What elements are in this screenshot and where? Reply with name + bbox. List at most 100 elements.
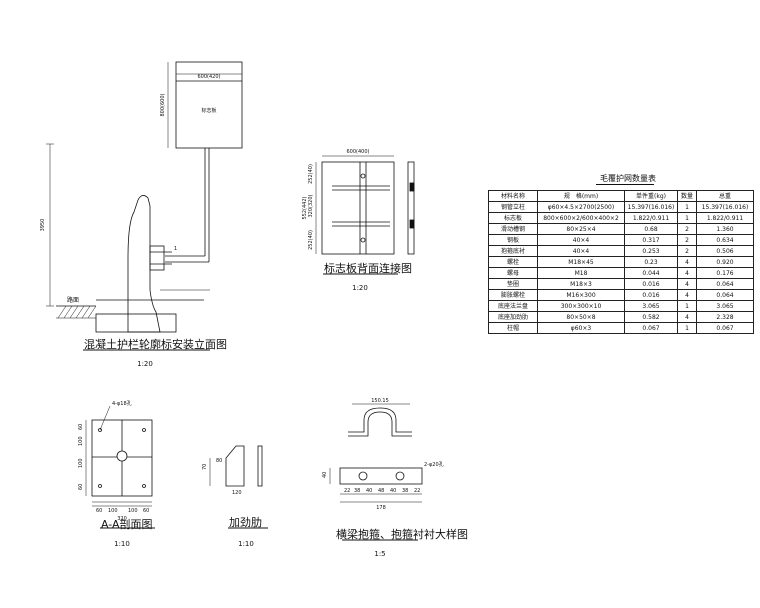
elevation-scale: 1:20 (137, 360, 153, 368)
aa-side-dim-4: 60 (78, 484, 84, 490)
aa-side-dim-3: 100 (78, 458, 84, 468)
rib-dim-1: 70 (202, 464, 208, 470)
board-name-label: 标志板 (201, 107, 216, 114)
table-header-row: 材料名称 规 格(mm) 单件重(kg) 数量 总重 (488, 190, 754, 202)
table-cell: 0.016 (624, 278, 678, 290)
header-cell: 规 格(mm) (537, 190, 625, 202)
table-cell: 0.067 (624, 322, 678, 334)
table-cell: 0.064 (696, 289, 754, 301)
board-width-label: 600(420) (198, 74, 221, 80)
table-cell: 螺母 (488, 267, 538, 279)
table-cell: 40×4 (537, 234, 625, 246)
header-cell: 单件重(kg) (624, 190, 678, 202)
table-cell: φ60×3 (537, 322, 625, 334)
clamp-dim-7: 22 (414, 488, 420, 494)
table-cell: 3.065 (624, 300, 678, 312)
ground-hatch (56, 305, 97, 319)
aa-dim-3: 100 (128, 508, 138, 514)
board-back-dim-2: 320(320) (308, 194, 314, 217)
table-cell: 2 (677, 223, 697, 235)
header-cell: 材料名称 (488, 190, 538, 202)
total-height-label: 3950 (40, 219, 46, 232)
clamp-top-dim: 150.15 (371, 398, 389, 404)
table-cell: 1.822/0.911 (696, 212, 754, 224)
table-cell: 15.397(16.016) (696, 201, 754, 213)
table-cell: 40×4 (537, 245, 625, 257)
board-back-dim-3: 552(442) (302, 196, 308, 219)
clamp-scale: 1:5 (374, 550, 385, 558)
aa-dim-total: 320 (117, 516, 127, 522)
rib-dim-3: 120 (232, 490, 242, 496)
table-cell: 1 (677, 322, 697, 334)
aa-side-dim-2: 100 (78, 436, 84, 446)
table-cell: M16×300 (537, 289, 625, 301)
table-cell: 2 (677, 234, 697, 246)
header-cell: 数量 (677, 190, 697, 202)
table-cell: 1 (677, 212, 697, 224)
aa-hole-label: 4-φ18孔 (112, 400, 132, 407)
table-cell: 2 (677, 245, 697, 257)
board-back-dim-4: 252(40) (308, 230, 314, 250)
table-cell: 4 (677, 256, 697, 268)
table-cell: 垫圈 (488, 278, 538, 290)
section-aa-view (85, 405, 153, 507)
aa-dim-1: 60 (96, 508, 102, 514)
aa-title: A-A剖面图 (101, 517, 153, 531)
table-cell: 0.920 (696, 256, 754, 268)
table-cell: 滑动槽钢 (488, 223, 538, 235)
table-cell: 3.065 (696, 300, 754, 312)
board-back-scale: 1:20 (352, 284, 368, 292)
table-cell: 0.176 (696, 267, 754, 279)
aa-dim-2: 100 (108, 508, 118, 514)
table-cell: 底座法兰盘 (488, 300, 538, 312)
clamp-total-dim: 178 (376, 505, 386, 511)
table-cell: 0.016 (624, 289, 678, 301)
table-cell: 柱帽 (488, 322, 538, 334)
table-cell: 0.23 (624, 256, 678, 268)
clamp-dim-1: 22 (344, 488, 350, 494)
table-cell: φ60×4.5×2700(2500) (537, 201, 625, 213)
clamp-dim-3: 40 (366, 488, 372, 494)
table-cell: 膨胀螺栓 (488, 289, 538, 301)
rib-view (209, 445, 263, 487)
board-height-label: 800(600) (160, 93, 166, 116)
header-cell: 总重 (696, 190, 754, 202)
table-cell: 800×600×2/600×400×2 (537, 212, 625, 224)
clamp-dim-4: 48 (378, 488, 384, 494)
board-back-dim-1: 252(40) (308, 164, 314, 184)
table-cell: 0.067 (696, 322, 754, 334)
ground-label: 路面 (67, 296, 79, 304)
elevation-title: 混凝土护栏轮廓标安装立面图 (84, 337, 227, 351)
table-cell: 80×25×4 (537, 223, 625, 235)
table-cell: 0.253 (624, 245, 678, 257)
table-cell: 300×300×10 (537, 300, 625, 312)
elevation-view (46, 61, 243, 333)
table-title: 毛覆护网数量表 (600, 174, 656, 183)
table-cell: 底座加劲肋 (488, 311, 538, 323)
table-cell: M18×45 (537, 256, 625, 268)
clamp-hole-label: 2-φ20孔 (424, 461, 444, 468)
clamp-dim-6: 38 (402, 488, 408, 494)
table-cell: 1.360 (696, 223, 754, 235)
table-cell: 2.328 (696, 311, 754, 323)
rib-scale: 1:10 (238, 540, 254, 548)
table-cell: M18×3 (537, 278, 625, 290)
rib-dim-2: 80 (216, 458, 222, 464)
table-cell: 0.317 (624, 234, 678, 246)
table-cell: 0.044 (624, 267, 678, 279)
clamp-view (329, 403, 423, 503)
table-cell: 0.064 (696, 278, 754, 290)
table-cell: 4 (677, 278, 697, 290)
table-cell: 4 (677, 311, 697, 323)
table-cell: 0.506 (696, 245, 754, 257)
aa-dim-4: 60 (143, 508, 149, 514)
